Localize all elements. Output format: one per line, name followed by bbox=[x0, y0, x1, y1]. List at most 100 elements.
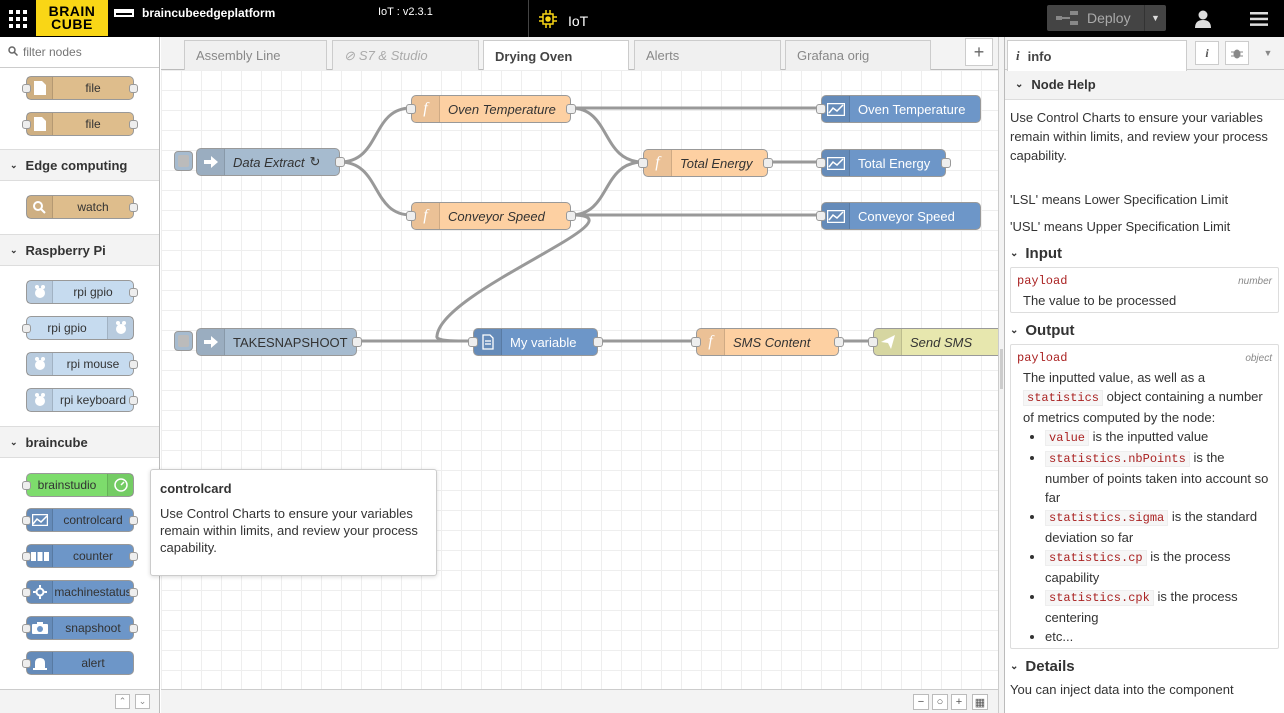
input-port[interactable] bbox=[22, 120, 31, 129]
filter-nodes-input[interactable] bbox=[23, 45, 153, 59]
output-port[interactable] bbox=[129, 360, 138, 369]
palette-node-rpi-gpio-in[interactable]: rpi gpio bbox=[26, 280, 138, 304]
node-oven-temperature-chart[interactable]: Oven Temperature bbox=[816, 95, 981, 123]
wire[interactable] bbox=[339, 106, 412, 164]
input-port[interactable] bbox=[22, 481, 31, 490]
output-port[interactable] bbox=[566, 104, 576, 114]
hamburger-menu-icon[interactable] bbox=[1244, 6, 1274, 32]
inject-trigger-button[interactable] bbox=[174, 331, 193, 351]
output-port[interactable] bbox=[129, 552, 138, 561]
input-port[interactable] bbox=[22, 624, 31, 633]
node-sms-content[interactable]: f SMS Content bbox=[691, 328, 844, 356]
node-conveyor-speed-chart[interactable]: Conveyor Speed bbox=[816, 202, 981, 230]
apps-grid-icon[interactable] bbox=[0, 0, 36, 37]
tab-grafana-orig[interactable]: Grafana orig bbox=[785, 40, 931, 70]
node-total-energy-chart[interactable]: Total Energy bbox=[816, 149, 951, 177]
output-section-header[interactable]: ⌄ Output bbox=[1010, 321, 1279, 340]
details-section-header[interactable]: ⌄ Details bbox=[1010, 657, 1279, 676]
palette-node-rpi-keyboard[interactable]: rpi keyboard bbox=[26, 388, 138, 412]
node-send-sms[interactable]: Send SMS bbox=[868, 328, 999, 356]
collapse-all-icon[interactable]: ⌃ bbox=[115, 694, 130, 709]
palette-node-counter[interactable]: counter bbox=[22, 544, 138, 568]
output-port[interactable] bbox=[593, 337, 603, 347]
output-port[interactable] bbox=[941, 158, 951, 168]
sidebar-splitter[interactable] bbox=[998, 37, 1004, 713]
input-port[interactable] bbox=[816, 211, 826, 221]
input-port[interactable] bbox=[22, 552, 31, 561]
palette-node-alert[interactable]: alert bbox=[22, 651, 134, 675]
palette-node-watch[interactable]: watch bbox=[26, 195, 138, 219]
expand-all-icon[interactable]: ⌄ bbox=[135, 694, 150, 709]
output-port[interactable] bbox=[763, 158, 773, 168]
palette-node-rpi-gpio-out[interactable]: rpi gpio bbox=[22, 316, 134, 340]
palette-node-file[interactable]: file bbox=[22, 76, 138, 100]
zoom-in-icon[interactable]: + bbox=[951, 694, 967, 710]
output-port[interactable] bbox=[566, 211, 576, 221]
palette-node-brainstudio[interactable]: brainstudio bbox=[22, 473, 134, 497]
palette-filter[interactable] bbox=[0, 37, 159, 68]
user-icon[interactable] bbox=[1188, 6, 1218, 32]
category-edge-computing[interactable]: ⌄ Edge computing bbox=[0, 149, 159, 181]
input-port[interactable] bbox=[816, 158, 826, 168]
output-port[interactable] bbox=[129, 624, 138, 633]
node-takesnapshoot[interactable]: TAKESNAPSHOOT bbox=[196, 328, 362, 356]
input-port[interactable] bbox=[468, 337, 478, 347]
palette-node-snapshoot[interactable]: snapshoot bbox=[22, 616, 138, 640]
node-conveyor-speed-fn[interactable]: f Conveyor Speed bbox=[406, 202, 576, 230]
node-oven-temperature-fn[interactable]: f Oven Temperature bbox=[406, 95, 576, 123]
output-port[interactable] bbox=[129, 120, 138, 129]
tab-alerts[interactable]: Alerts bbox=[634, 40, 781, 70]
tab-s7-studio[interactable]: ⊘S7 & Studio bbox=[332, 40, 479, 70]
node-help-header[interactable]: ⌄ Node Help bbox=[1005, 70, 1284, 100]
inject-trigger-button[interactable] bbox=[174, 151, 193, 171]
wire[interactable] bbox=[435, 213, 591, 343]
zoom-out-icon[interactable]: − bbox=[913, 694, 929, 710]
input-section-header[interactable]: ⌄ Input bbox=[1010, 244, 1279, 263]
node-total-energy-fn[interactable]: f Total Energy bbox=[638, 149, 773, 177]
input-port[interactable] bbox=[638, 158, 648, 168]
tab-assembly-line[interactable]: Assembly Line bbox=[184, 40, 327, 70]
input-port[interactable] bbox=[406, 211, 416, 221]
input-port[interactable] bbox=[22, 659, 31, 668]
output-port[interactable] bbox=[129, 516, 138, 525]
navigator-map-icon[interactable]: ▦ bbox=[972, 694, 988, 710]
tab-info[interactable]: i info bbox=[1007, 40, 1187, 71]
wire[interactable] bbox=[570, 106, 644, 164]
input-port[interactable] bbox=[691, 337, 701, 347]
output-port[interactable] bbox=[335, 157, 345, 167]
input-port[interactable] bbox=[868, 337, 878, 347]
sidebar-menu-caret-icon[interactable]: ▼ bbox=[1263, 48, 1273, 58]
palette-node-file[interactable]: file bbox=[22, 112, 138, 136]
node-data-extract[interactable]: Data Extract ↻ bbox=[196, 148, 345, 176]
category-braincube[interactable]: ⌄ braincube bbox=[0, 426, 159, 458]
category-raspberry-pi[interactable]: ⌄ Raspberry Pi bbox=[0, 234, 159, 266]
output-port[interactable] bbox=[352, 337, 362, 347]
info-tab-icon[interactable]: i bbox=[1195, 41, 1219, 65]
input-port[interactable] bbox=[22, 324, 31, 333]
output-port[interactable] bbox=[834, 337, 844, 347]
zoom-reset-icon[interactable]: ○ bbox=[932, 694, 948, 710]
braincube-logo[interactable]: BRAIN CUBE bbox=[36, 0, 108, 36]
wire[interactable] bbox=[339, 160, 412, 217]
deploy-button[interactable]: Deploy ▼ bbox=[1047, 5, 1166, 31]
palette-node-controlcard[interactable]: controlcard bbox=[22, 508, 138, 532]
input-port[interactable] bbox=[22, 84, 31, 93]
deploy-menu-caret-icon[interactable]: ▼ bbox=[1144, 5, 1166, 31]
output-port[interactable] bbox=[129, 396, 138, 405]
input-port[interactable] bbox=[22, 588, 31, 597]
input-port[interactable] bbox=[22, 516, 31, 525]
palette-node-machinestatus[interactable]: machinestatus bbox=[22, 580, 138, 604]
tab-drying-oven[interactable]: Drying Oven bbox=[483, 40, 629, 71]
output-port[interactable] bbox=[129, 588, 138, 597]
splitter-handle[interactable] bbox=[1000, 349, 1003, 389]
output-port[interactable] bbox=[129, 203, 138, 212]
wire[interactable] bbox=[570, 160, 644, 217]
output-port[interactable] bbox=[129, 84, 138, 93]
output-port[interactable] bbox=[129, 288, 138, 297]
node-my-variable[interactable]: My variable bbox=[468, 328, 603, 356]
palette-node-rpi-mouse[interactable]: rpi mouse bbox=[26, 352, 138, 376]
debug-bug-icon[interactable] bbox=[1225, 41, 1249, 65]
input-port[interactable] bbox=[406, 104, 416, 114]
input-port[interactable] bbox=[816, 104, 826, 114]
flow-workspace[interactable]: Data Extract ↻ f Oven Temperature f Conv… bbox=[161, 70, 999, 689]
